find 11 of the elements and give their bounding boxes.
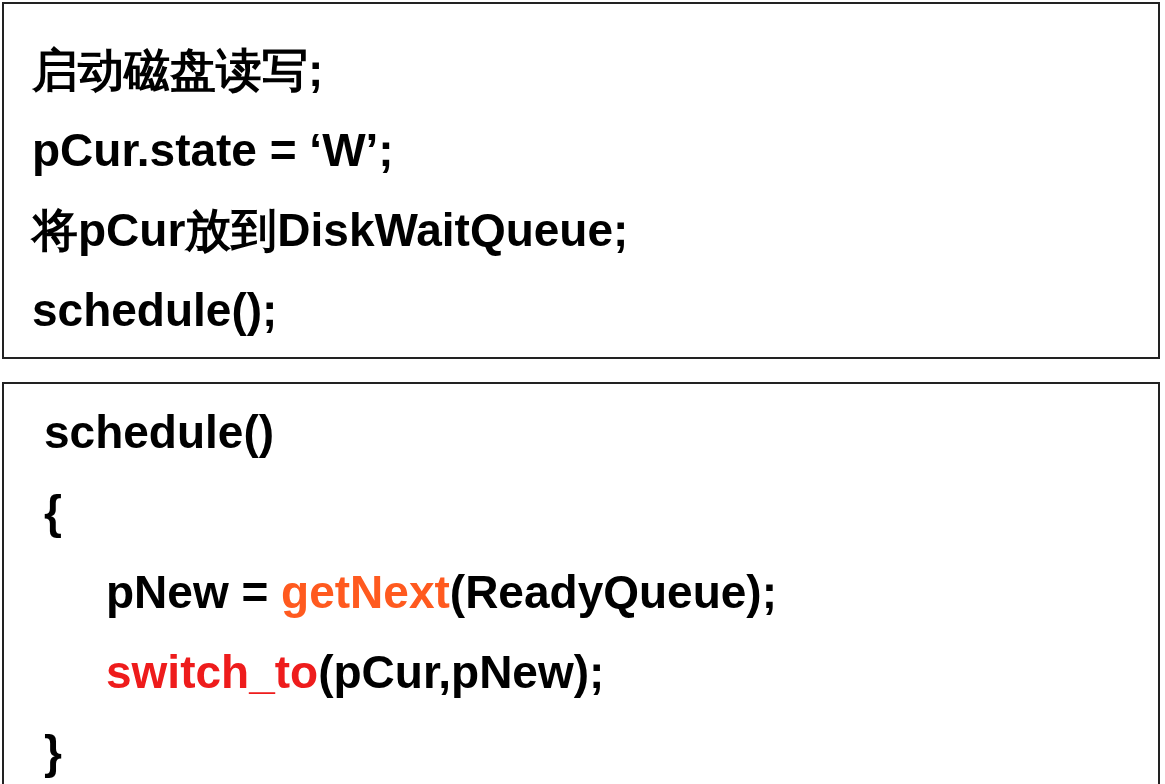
code-line: schedule() <box>44 405 275 460</box>
code-line: pCur.state = ‘W’; <box>32 123 394 178</box>
code-line: { <box>44 485 62 540</box>
code-line: switch_to(pCur,pNew); <box>106 645 605 700</box>
code-panel <box>2 382 1160 784</box>
code-line: schedule(); <box>32 283 278 338</box>
code-line: 将pCur放到DiskWaitQueue; <box>32 203 629 258</box>
code-line: } <box>44 725 62 780</box>
code-line: pNew = getNext(ReadyQueue); <box>106 565 777 620</box>
code-panel <box>2 2 1160 359</box>
code-line: 启动磁盘读写; <box>32 43 324 98</box>
